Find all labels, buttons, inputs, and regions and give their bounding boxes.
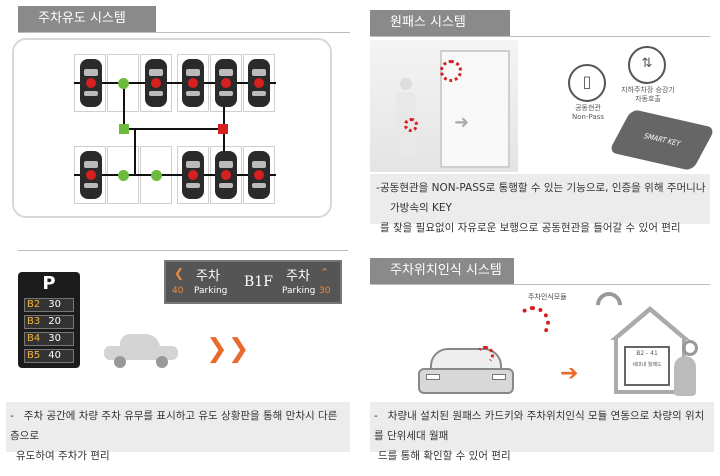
occupied-car — [145, 59, 167, 107]
occupied-car — [248, 151, 270, 199]
parking-lot-diagram — [12, 38, 332, 218]
onepass-illustration: ➜ — [370, 40, 518, 172]
parking-guide-divider — [18, 32, 350, 33]
location-desc-line1: -차량내 설치된 원패스 카드키와 주차위치인식 모듈 연동으로 차량의 위치를… — [374, 410, 705, 442]
arrow-icon: ➜ — [454, 112, 470, 133]
vacant-indicator — [151, 170, 162, 181]
location-desc-panel — [370, 402, 714, 452]
onepass-desc-line2: 를 찾을 필요없이 자유로운 보행으로 공동현관을 들어갈 수 있어 편리 — [380, 222, 681, 234]
vacant-indicator — [118, 78, 129, 89]
parking-guide-title: 주차유도 시스템 — [18, 6, 156, 32]
occupied-car — [182, 151, 204, 199]
guide-light-red — [218, 124, 228, 134]
car-side-icon — [104, 334, 178, 368]
signal-icon — [404, 118, 418, 132]
onepass-divider — [370, 36, 710, 37]
elevator-icon-label: 지하주차장 승강기 자동호출 — [621, 86, 675, 103]
occupied-car — [182, 59, 204, 107]
wallpad-screen-text2: 세대내 월패드 — [632, 362, 662, 368]
location-desc: -차량내 설치된 원패스 카드키와 주차위치인식 모듈 연동으로 차량의 위치를… — [374, 406, 710, 466]
car-signal-icon — [476, 346, 494, 364]
up-arrow-icon: ⌃ — [320, 266, 330, 279]
signboard-desc-panel — [6, 402, 350, 452]
location-title: 주차위치인식 시스템 — [370, 258, 514, 284]
p-letter: P — [42, 273, 56, 294]
right-kor: 주차 — [286, 269, 310, 284]
signboard-desc-line2: 유도하여 주차가 편리 — [16, 450, 110, 462]
right-num: 30 — [319, 286, 331, 296]
left-arrow-icon: ❮ — [174, 266, 185, 280]
person-face-icon — [674, 356, 696, 396]
onepass-desc-panel — [370, 174, 710, 224]
guide-light-green — [119, 124, 129, 134]
left-num: 40 — [172, 286, 184, 296]
module-label: 주차인식모듈 — [528, 293, 567, 301]
occupied-car — [80, 151, 102, 199]
wallpad-screen-text1: B2 - 41 — [636, 350, 658, 357]
occupied-car — [248, 59, 270, 107]
door-icon: ▯ — [568, 64, 606, 102]
location-desc-line2: 드를 통해 확인할 수 있어 편리 — [378, 450, 511, 462]
module-signal-icon — [516, 306, 550, 340]
person-head — [400, 78, 412, 90]
onepass-desc-line1: 공동현관을 NON-PASS로 통행할 수 있는 기능으로, 인증을 위해 주머… — [380, 182, 706, 214]
wallpad: B2 - 41 세대내 월패드 — [624, 346, 670, 386]
door-icon-label: 공동현관 Non-Pass — [572, 104, 604, 121]
hanging-sign: ❮ 40 주차 Parking B1F 주차 Parking ⌃ 30 — [164, 260, 342, 304]
right-eng: Parking — [282, 286, 316, 296]
occupied-car — [80, 59, 102, 107]
location-divider — [370, 284, 710, 285]
elevator-icon: ⇅ — [628, 46, 666, 84]
left-eng: Parking — [194, 286, 228, 296]
signal-icon — [440, 60, 462, 82]
occupied-car — [215, 59, 237, 107]
left-kor: 주차 — [196, 269, 220, 284]
car-front-icon — [418, 348, 514, 398]
onepass-desc-dash: - — [376, 182, 380, 194]
floor-label: B1F — [244, 274, 273, 290]
arrow-right-icon: ➔ — [560, 361, 579, 386]
occupied-car — [215, 151, 237, 199]
onepass-title: 원패스 시스템 — [370, 10, 510, 36]
signboard-desc-line1: -주차 공간에 차량 주차 유무를 표시하고 유도 상황판을 통해 만차시 다른… — [10, 410, 338, 442]
direction-chevrons-icon: ❯❯ — [206, 334, 250, 364]
signboard-desc: -주차 공간에 차량 주차 유무를 표시하고 유도 상황판을 통해 만차시 다른… — [10, 406, 346, 466]
signboard-divider — [18, 250, 348, 251]
onepass-desc: 공동현관을 NON-PASS로 통행할 수 있는 기능으로, 인증을 위해 주머… — [376, 178, 708, 238]
house-signal-icon — [682, 340, 698, 356]
vacant-indicator — [118, 170, 129, 181]
